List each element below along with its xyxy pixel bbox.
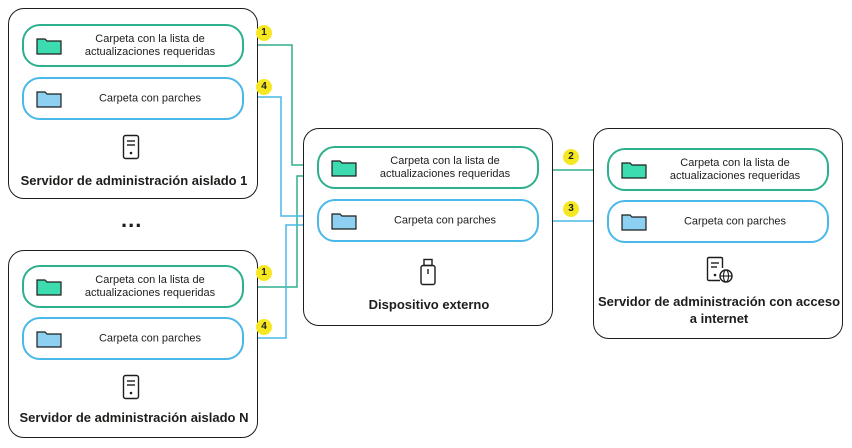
isolated-server-n-title: Servidor de administración aislado N (19, 410, 249, 425)
server-icon (122, 134, 140, 160)
folder-label: Carpeta con la lista de actualizaciones … (379, 154, 511, 180)
updates-list-folder-1[interactable]: Carpeta con la lista de actualizaciones … (22, 24, 244, 67)
server-globe-icon (706, 256, 733, 283)
folder-icon (621, 213, 647, 231)
step-badge-3: 3 (563, 201, 579, 217)
ellipsis: ... (121, 207, 143, 232)
folder-icon (331, 159, 357, 177)
step-badge-1-top: 1 (256, 25, 272, 41)
flow-4-top (249, 93, 318, 217)
folder-label: Carpeta con parches (98, 92, 202, 104)
patches-folder-n[interactable]: Carpeta con parches (22, 317, 244, 360)
folder-icon (36, 90, 62, 108)
step-badge-4-bottom: 4 (256, 319, 272, 335)
external-device-panel: Carpeta con la lista de actualizaciones … (303, 128, 553, 326)
updates-list-folder-external[interactable]: Carpeta con la lista de actualizaciones … (317, 146, 539, 189)
flow-4-bottom (249, 224, 318, 342)
updates-list-folder-internet[interactable]: Carpeta con la lista de actualizaciones … (607, 148, 829, 191)
internet-server-panel: Carpeta con la lista de actualizaciones … (593, 128, 843, 339)
folder-icon (331, 212, 357, 230)
isolated-server-1-panel: Carpeta con la lista de actualizaciones … (8, 8, 258, 199)
internet-server-title: Servidor de administración con acceso a … (597, 294, 841, 326)
folder-label: Carpeta con la lista de actualizaciones … (84, 273, 216, 299)
updates-list-folder-n[interactable]: Carpeta con la lista de actualizaciones … (22, 265, 244, 308)
step-badge-1-bottom: 1 (256, 265, 272, 281)
folder-label: Carpeta con parches (393, 214, 497, 226)
patches-folder-external[interactable]: Carpeta con parches (317, 199, 539, 242)
patches-folder-internet[interactable]: Carpeta con parches (607, 200, 829, 243)
isolated-server-1-title: Servidor de administración aislado 1 (20, 173, 248, 188)
step-badge-4-top: 4 (256, 79, 272, 95)
folder-icon (36, 278, 62, 296)
folder-icon (621, 161, 647, 179)
patches-folder-1[interactable]: Carpeta con parches (22, 77, 244, 120)
external-device-title: Dispositivo externo (368, 297, 490, 312)
folder-icon (36, 37, 62, 55)
isolated-server-n-panel: Carpeta con la lista de actualizaciones … (8, 250, 258, 438)
usb-drive-icon (420, 258, 436, 286)
flow-1-top (243, 44, 313, 169)
folder-label: Carpeta con parches (683, 215, 787, 227)
step-badge-2: 2 (563, 149, 579, 165)
server-icon (122, 374, 140, 400)
folder-icon (36, 330, 62, 348)
folder-label: Carpeta con la lista de actualizaciones … (84, 32, 216, 58)
folder-label: Carpeta con parches (98, 332, 202, 344)
folder-label: Carpeta con la lista de actualizaciones … (669, 156, 801, 182)
